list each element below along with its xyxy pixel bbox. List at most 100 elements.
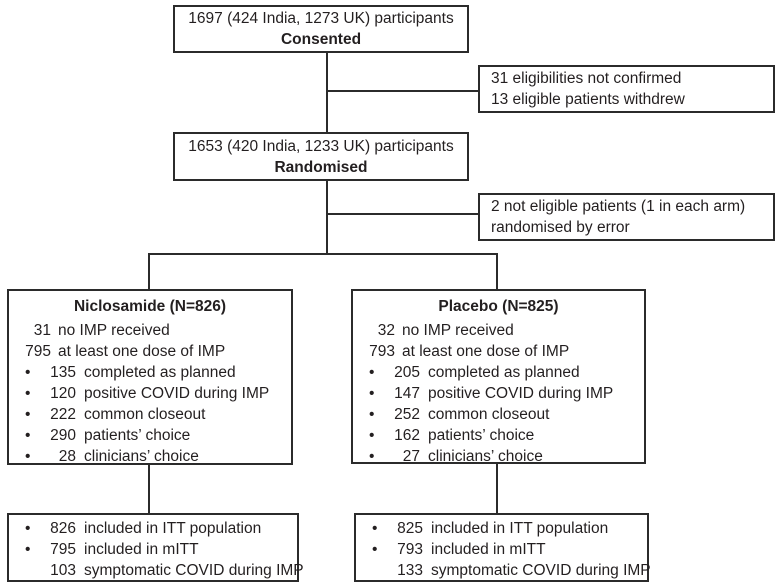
stat-number: 31 [33,322,51,339]
placebo-bullet-row: • 162 patients’ choice [353,425,644,446]
niclosamide-arm-title: Niclosamide (N=826) [73,298,227,315]
niclosamide-no-imp-row: 31 no IMP received [9,320,291,341]
stat-label: patients’ choice [84,427,191,444]
stat-number: 795 [50,541,76,558]
connector-niclosamide-to-itt [148,463,150,515]
bullet-icon: • [369,364,375,381]
stat-number: 28 [58,448,76,465]
stat-label: included in ITT population [84,520,262,537]
randomised-box: 1653 (420 India, 1233 UK) participants R… [173,132,469,181]
itt-right-plain-row: 133 symptomatic COVID during IMP [356,560,651,581]
stat-number: 135 [50,364,76,381]
stat-label: patients’ choice [428,427,535,444]
stat-label: at least one dose of IMP [402,343,570,360]
bullet-icon: • [369,406,375,423]
itt-left-bullet-row: • 826 included in ITT population [9,518,297,539]
bullet-icon: • [25,427,31,444]
stat-label: common closeout [428,406,550,423]
stat-number: 205 [394,364,420,381]
stat-label: clinicians’ choice [84,448,199,465]
stat-label: clinicians’ choice [428,448,543,465]
bullet-icon: • [369,385,375,402]
connector-branch-not-confirmed [327,90,479,92]
randomised-error-box: 2 not eligible patients (1 in each arm) … [478,193,775,241]
randomised-by-error-line: randomised by error [491,219,630,236]
bullet-icon: • [372,541,378,558]
connector-branch-randomised-error [327,213,479,215]
stat-number: 290 [50,427,76,444]
stat-label: included in ITT population [431,520,609,537]
stat-label: common closeout [84,406,206,423]
bullet-icon: • [25,541,31,558]
eligibilities-not-confirmed-line: 31 eligibilities not confirmed [491,70,682,87]
connector-split-to-placebo [496,253,498,291]
connector-consented-to-randomised [326,51,328,134]
randomised-count-line: 1653 (420 India, 1233 UK) participants [188,137,454,155]
niclosamide-bullet-row: • 222 common closeout [9,404,291,425]
connector-placebo-to-itt [496,462,498,515]
stat-label: included in mITT [84,541,199,558]
bullet-spacer [356,560,387,581]
placebo-arm-box: Placebo (N=825) 32 no IMP received 793 a… [351,289,646,465]
bullet-icon: • [369,448,375,465]
bullet-spacer [9,560,40,581]
placebo-bullet-row: • 205 completed as planned [353,362,644,383]
niclosamide-bullet-row: • 290 patients’ choice [9,425,291,446]
consented-label: Consented [280,31,362,48]
itt-left-bullet-row: • 795 included in mITT [9,539,297,560]
stat-number: 147 [394,385,420,402]
stat-number: 32 [377,322,395,339]
stat-number: 120 [50,385,76,402]
stat-number: 826 [50,520,76,537]
stat-label: symptomatic COVID during IMP [431,562,651,579]
placebo-arm-title: Placebo (N=825) [438,298,559,315]
connector-split-horizontal [148,253,498,255]
bullet-icon: • [25,448,31,465]
bullet-icon: • [25,520,31,537]
stat-number: 27 [402,448,420,465]
niclosamide-bullet-row: • 28 clinicians’ choice [9,446,291,467]
stat-number: 793 [369,343,395,360]
stat-number: 103 [50,562,76,579]
stat-label: positive COVID during IMP [428,385,614,402]
itt-right-bullet-row: • 793 included in mITT [356,539,647,560]
stat-number: 793 [397,541,423,558]
placebo-no-imp-row: 32 no IMP received [353,320,644,341]
stat-label: symptomatic COVID during IMP [84,562,304,579]
placebo-bullet-row: • 252 common closeout [353,404,644,425]
itt-left-plain-row: 103 symptomatic COVID during IMP [9,560,304,581]
not-eligible-patients-line: 2 not eligible patients (1 in each arm) [491,198,746,215]
stat-label: completed as planned [428,364,580,381]
niclosamide-arm-box: Niclosamide (N=826) 31 no IMP received 7… [7,289,293,465]
niclosamide-itt-box: • 826 included in ITT population • 795 i… [7,513,304,582]
placebo-bullet-row: • 147 positive COVID during IMP [353,383,644,404]
stat-number: 252 [394,406,420,423]
stat-number: 162 [394,427,420,444]
niclosamide-bullet-row: • 120 positive COVID during IMP [9,383,291,404]
stat-label: no IMP received [402,322,514,339]
niclosamide-one-dose-row: 795 at least one dose of IMP [9,341,291,362]
randomised-label: Randomised [274,158,368,176]
eligible-withdrew-line: 13 eligible patients withdrew [491,91,685,108]
placebo-itt-box: • 825 included in ITT population • 793 i… [354,513,651,582]
itt-right-bullet-row: • 825 included in ITT population [356,518,647,539]
bullet-icon: • [369,427,375,444]
stat-label: at least one dose of IMP [58,343,226,360]
stat-label: completed as planned [84,364,236,381]
stat-number: 825 [397,520,423,537]
stat-number: 222 [50,406,76,423]
stat-number: 795 [25,343,51,360]
consented-box: 1697 (424 India, 1273 UK) participants C… [173,5,469,53]
stat-label: included in mITT [431,541,546,558]
stat-label: no IMP received [58,322,170,339]
placebo-one-dose-row: 793 at least one dose of IMP [353,341,644,362]
consented-count-line: 1697 (424 India, 1273 UK) participants [188,10,454,27]
bullet-icon: • [25,406,31,423]
bullet-icon: • [372,520,378,537]
eligibility-exclusion-box: 31 eligibilities not confirmed 13 eligib… [478,65,775,113]
stat-label: positive COVID during IMP [84,385,270,402]
connector-randomised-to-split [326,179,328,255]
stat-number: 133 [397,562,423,579]
bullet-icon: • [25,364,31,381]
